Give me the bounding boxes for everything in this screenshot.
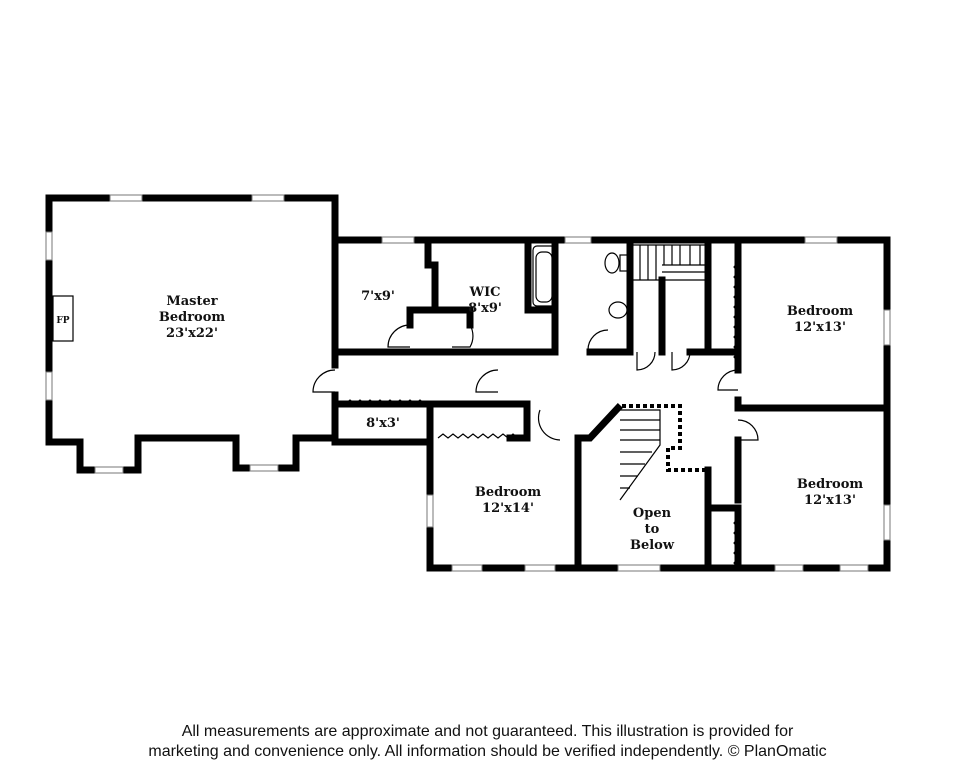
disclaimer: All measurements are approximate and not… <box>0 722 975 762</box>
master-bedroom-name2: Bedroom <box>159 310 226 325</box>
exterior-walls <box>45 194 891 572</box>
bedroom-se-dim: 12'x13' <box>804 493 856 508</box>
closet-8x3-dim: 8'x3' <box>366 416 400 431</box>
stairs-upper <box>631 244 705 281</box>
bedroom-s-name: Bedroom <box>475 485 542 500</box>
doors <box>312 324 759 441</box>
open-to-below-line2: to <box>645 522 660 537</box>
disclaimer-line2: marketing and convenience only. All info… <box>148 743 827 760</box>
bathroom-fixtures <box>532 245 629 319</box>
windows <box>45 194 891 572</box>
bedroom-se-name: Bedroom <box>797 477 864 492</box>
room-7x9-dim: 7'x9' <box>361 289 395 304</box>
open-to-below-line3: Below <box>630 538 675 553</box>
fireplace-box <box>52 295 74 342</box>
closet-doors <box>344 261 739 569</box>
interior-walls <box>331 236 891 572</box>
floor-plan: FP Master Bedroom 23'x22' 7'x9' WIC 8'x9… <box>45 194 891 572</box>
master-bedroom-name: Master <box>166 294 217 309</box>
stairs-lower <box>619 404 706 501</box>
master-bedroom-dim: 23'x22' <box>166 326 218 341</box>
fireplace-label: FP <box>56 316 69 326</box>
bedroom-ne-name: Bedroom <box>787 304 854 319</box>
bedroom-s-dim: 12'x14' <box>482 501 534 516</box>
disclaimer-line1: All measurements are approximate and not… <box>181 723 794 740</box>
open-to-below-line1: Open <box>633 506 672 521</box>
wic-dim: 8'x9' <box>468 301 502 316</box>
wic-name: WIC <box>468 285 500 300</box>
bedroom-ne-dim: 12'x13' <box>794 320 846 335</box>
